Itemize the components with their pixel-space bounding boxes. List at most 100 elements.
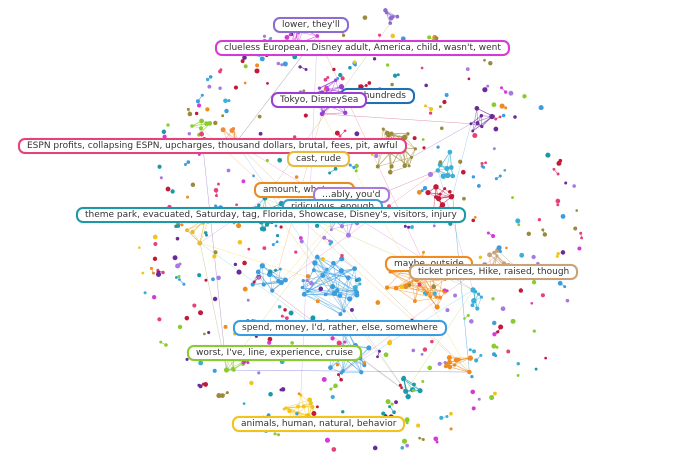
graph-node (149, 266, 154, 270)
graph-edge (302, 269, 315, 288)
graph-node (225, 391, 229, 395)
graph-node (350, 308, 354, 312)
graph-node (389, 164, 394, 169)
graph-node (513, 115, 517, 119)
graph-node (385, 63, 390, 67)
graph-node (420, 352, 424, 356)
graph-node (180, 223, 184, 227)
graph-node (501, 113, 506, 118)
topic-label-text: …, hundreds (349, 91, 406, 101)
graph-node (212, 254, 217, 259)
topic-label-theme-park[interactable]: theme park, evacuated, Saturday, tag, Fl… (76, 207, 466, 223)
graph-node (531, 254, 536, 260)
graph-node (498, 324, 504, 330)
graph-node (467, 77, 471, 81)
graph-node (407, 164, 411, 168)
topic-label-lower-theyll[interactable]: lower, they'll (273, 17, 349, 33)
graph-edge (449, 361, 470, 373)
graph-node (487, 252, 492, 258)
graph-node (439, 202, 446, 208)
graph-node (358, 84, 361, 88)
graph-node (467, 369, 472, 375)
graph-node (185, 228, 189, 233)
graph-edge (472, 116, 493, 132)
graph-node (255, 269, 261, 275)
graph-node (450, 173, 456, 179)
graph-node (196, 103, 202, 108)
graph-node (266, 413, 271, 417)
graph-node (407, 225, 411, 229)
topic-label-espn-profits[interactable]: ESPN profits, collapsing ESPN, upcharges… (18, 138, 407, 154)
graph-node (254, 68, 260, 74)
graph-node (474, 106, 480, 111)
graph-edge (391, 132, 408, 135)
graph-node (432, 291, 437, 296)
graph-node (505, 246, 508, 250)
graph-node (236, 222, 242, 229)
graph-node (560, 250, 566, 255)
graph-node (388, 21, 393, 25)
graph-node (336, 340, 342, 346)
graph-node (422, 146, 426, 150)
graph-node (262, 246, 267, 251)
graph-node (298, 65, 302, 69)
graph-node (300, 285, 305, 290)
graph-node (556, 203, 560, 207)
graph-node (177, 275, 181, 278)
graph-node (211, 277, 215, 282)
graph-edge (341, 222, 358, 227)
graph-node (290, 341, 294, 345)
graph-node (563, 285, 567, 289)
graph-node (579, 231, 583, 235)
graph-node (354, 278, 359, 283)
graph-node (410, 155, 414, 159)
graph-node (430, 339, 434, 344)
graph-edge (339, 277, 349, 296)
topic-label-clueless-european[interactable]: clueless European, Disney adult, America… (215, 40, 510, 56)
graph-node (198, 384, 203, 389)
graph-node (479, 113, 484, 118)
topic-label-spend-money[interactable]: spend, money, I'd, rather, else, somewhe… (233, 320, 447, 336)
graph-node (492, 320, 497, 326)
graph-edge (317, 256, 328, 270)
graph-node (492, 352, 497, 357)
graph-node (542, 232, 548, 237)
graph-node (305, 274, 311, 279)
graph-node (470, 303, 475, 308)
topic-label-text: lower, they'll (282, 20, 340, 30)
topic-label-cast-rude[interactable]: cast, rude (287, 151, 351, 167)
graph-node (404, 417, 410, 423)
topic-label-animals-human[interactable]: animals, human, natural, behavior (232, 416, 406, 432)
graph-node (499, 103, 505, 109)
graph-node (320, 273, 326, 278)
graph-node (421, 438, 425, 442)
graph-node (270, 288, 275, 293)
graph-edge (390, 271, 409, 286)
graph-node (555, 198, 561, 204)
topic-label-ticket-prices[interactable]: ticket prices, Hike, raised, though (409, 264, 579, 280)
graph-edge (226, 369, 470, 373)
graph-node (340, 76, 345, 81)
graph-node (453, 293, 458, 298)
graph-node (436, 145, 440, 149)
graph-node (408, 283, 412, 287)
graph-node (503, 168, 507, 172)
graph-node (187, 132, 192, 136)
graph-edge (437, 151, 451, 171)
topic-label-text: cast, rude (296, 154, 342, 164)
graph-node (429, 295, 433, 299)
graph-node (573, 226, 578, 231)
graph-node (393, 285, 399, 291)
graph-node (422, 291, 427, 295)
graph-edge (191, 123, 207, 127)
graph-node (298, 236, 303, 240)
graph-node (564, 181, 568, 185)
graph-node (306, 289, 310, 293)
graph-node (354, 131, 360, 137)
graph-node (190, 124, 194, 128)
topic-label-tokyo-disneysea[interactable]: Tokyo, DisneySea (271, 92, 368, 108)
graph-node (326, 76, 330, 80)
topic-label-worst-ive[interactable]: worst, I've, line, experience, cruise (187, 345, 362, 361)
graph-node (580, 236, 584, 240)
graph-node (207, 84, 212, 89)
